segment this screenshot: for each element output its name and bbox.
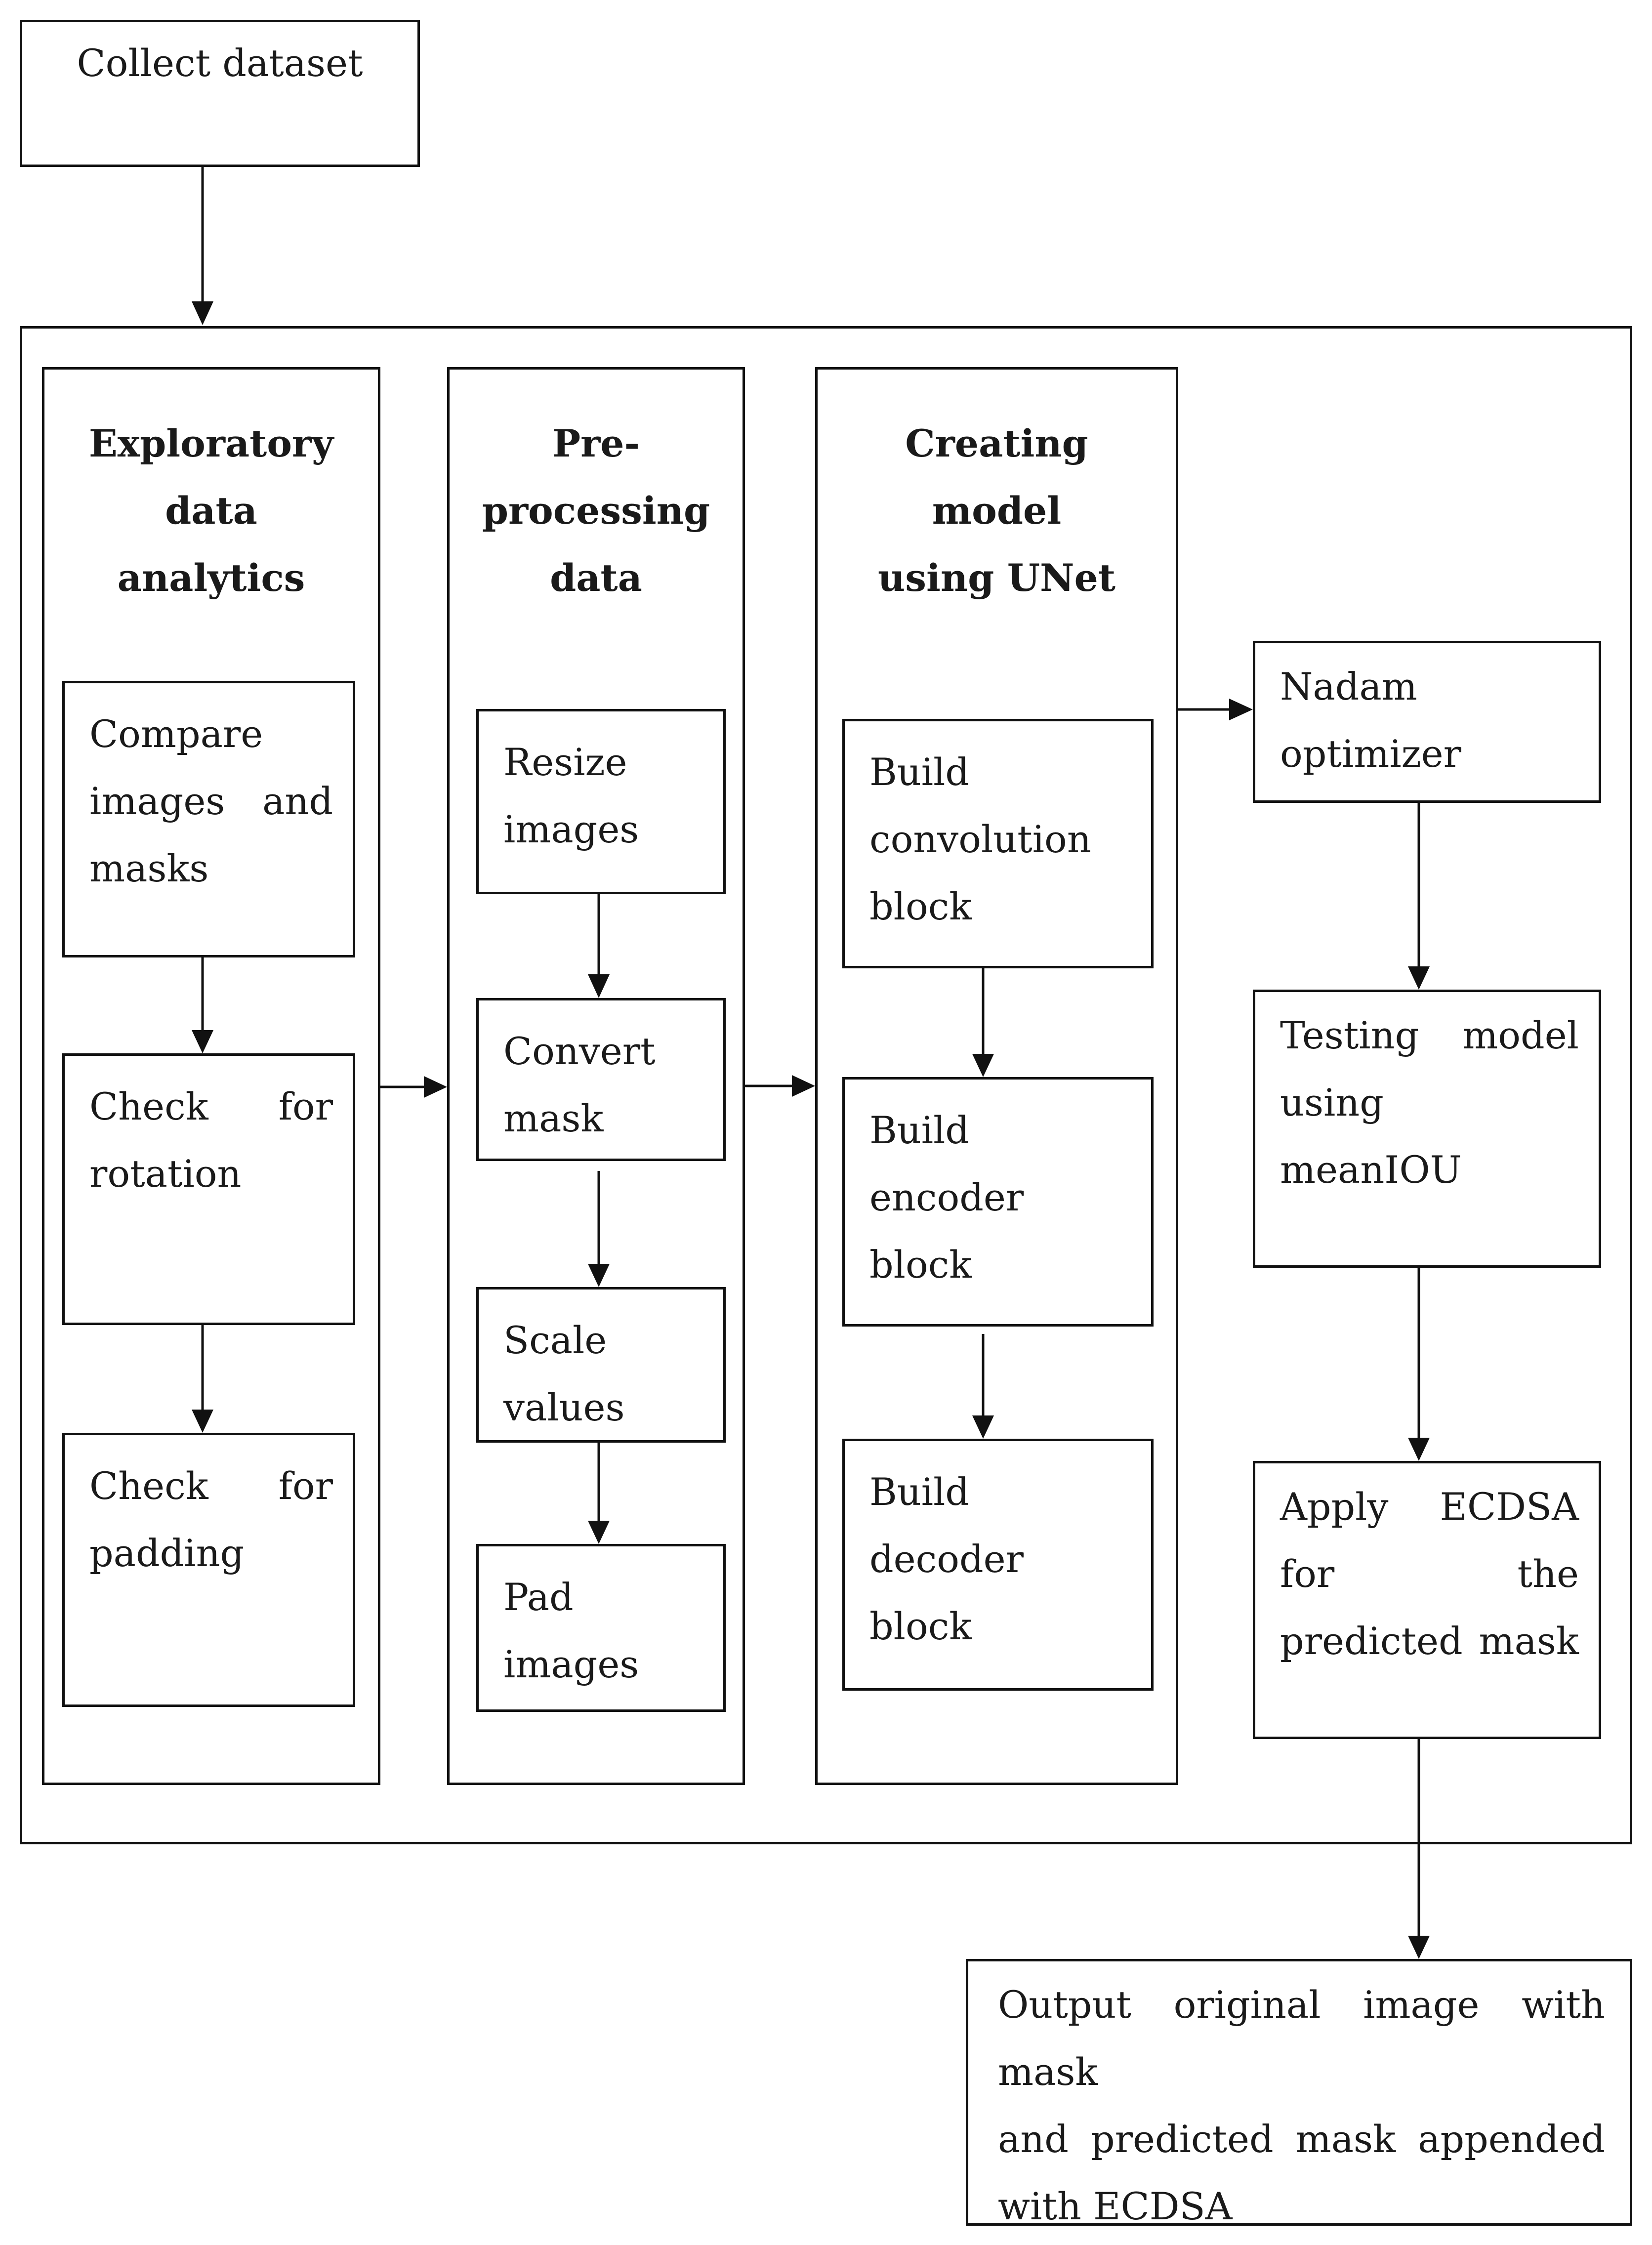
output-label: Output original image with mask and pred…: [998, 1983, 1605, 2228]
arrowhead: [1408, 966, 1430, 990]
collect-dataset-box: [20, 20, 420, 167]
nadam-optimizer-label: Nadam optimizer: [1280, 665, 1461, 776]
resize-images-box: [476, 709, 726, 894]
arrowhead: [1408, 1936, 1430, 1959]
arrowhead: [792, 1075, 815, 1097]
build-decoder-label: Build decoder block: [869, 1470, 1024, 1648]
arrowhead: [192, 1030, 213, 1053]
arrowhead: [192, 1410, 213, 1433]
collect-dataset-label: Collect dataset: [77, 41, 363, 85]
check-rotation-box: [62, 1053, 355, 1325]
check-rotation-label: Check for rotation: [89, 1084, 333, 1196]
eda-title: Exploratory data analytics: [88, 421, 334, 600]
arrowhead: [1408, 1438, 1430, 1461]
preprocessing-title: Pre- processing data: [482, 421, 710, 600]
compare-images-label: Compare images and masks: [89, 712, 333, 890]
resize-images-label: Resize images: [503, 740, 639, 851]
arrowhead: [192, 301, 213, 325]
pad-images-label: Pad images: [503, 1575, 639, 1686]
arrowhead: [1229, 699, 1253, 720]
scale-values-box: [476, 1287, 726, 1443]
convert-mask-box: [476, 998, 726, 1161]
arrowhead: [424, 1076, 447, 1098]
apply-ecdsa-label: Apply ECDSA for the predicted mask: [1280, 1485, 1579, 1663]
build-convolution-box: [842, 719, 1154, 968]
check-padding-box: [62, 1433, 355, 1707]
testing-model-label: Testing model using meanIOU: [1280, 1013, 1579, 1192]
output-box: [966, 1959, 1632, 2226]
arrowhead: [972, 1415, 994, 1439]
arrowhead: [588, 974, 610, 998]
pad-images-box: [476, 1544, 726, 1712]
build-convolution-label: Build convolution block: [869, 750, 1091, 928]
arrowhead: [972, 1054, 994, 1077]
testing-model-box: [1253, 990, 1601, 1268]
nadam-optimizer-box: [1253, 641, 1601, 803]
convert-mask-label: Convert mask: [503, 1029, 656, 1140]
arrowhead: [588, 1264, 610, 1287]
scale-values-label: Scale values: [503, 1318, 625, 1429]
compare-images-box: [62, 681, 355, 957]
build-encoder-label: Build encoder block: [869, 1108, 1024, 1287]
check-padding-label: Check for padding: [89, 1464, 333, 1575]
build-decoder-box: [842, 1439, 1154, 1691]
build-encoder-box: [842, 1077, 1154, 1327]
arrowhead: [588, 1521, 610, 1544]
model-title: Creating model using UNet: [878, 421, 1115, 600]
apply-ecdsa-box: [1253, 1461, 1601, 1739]
